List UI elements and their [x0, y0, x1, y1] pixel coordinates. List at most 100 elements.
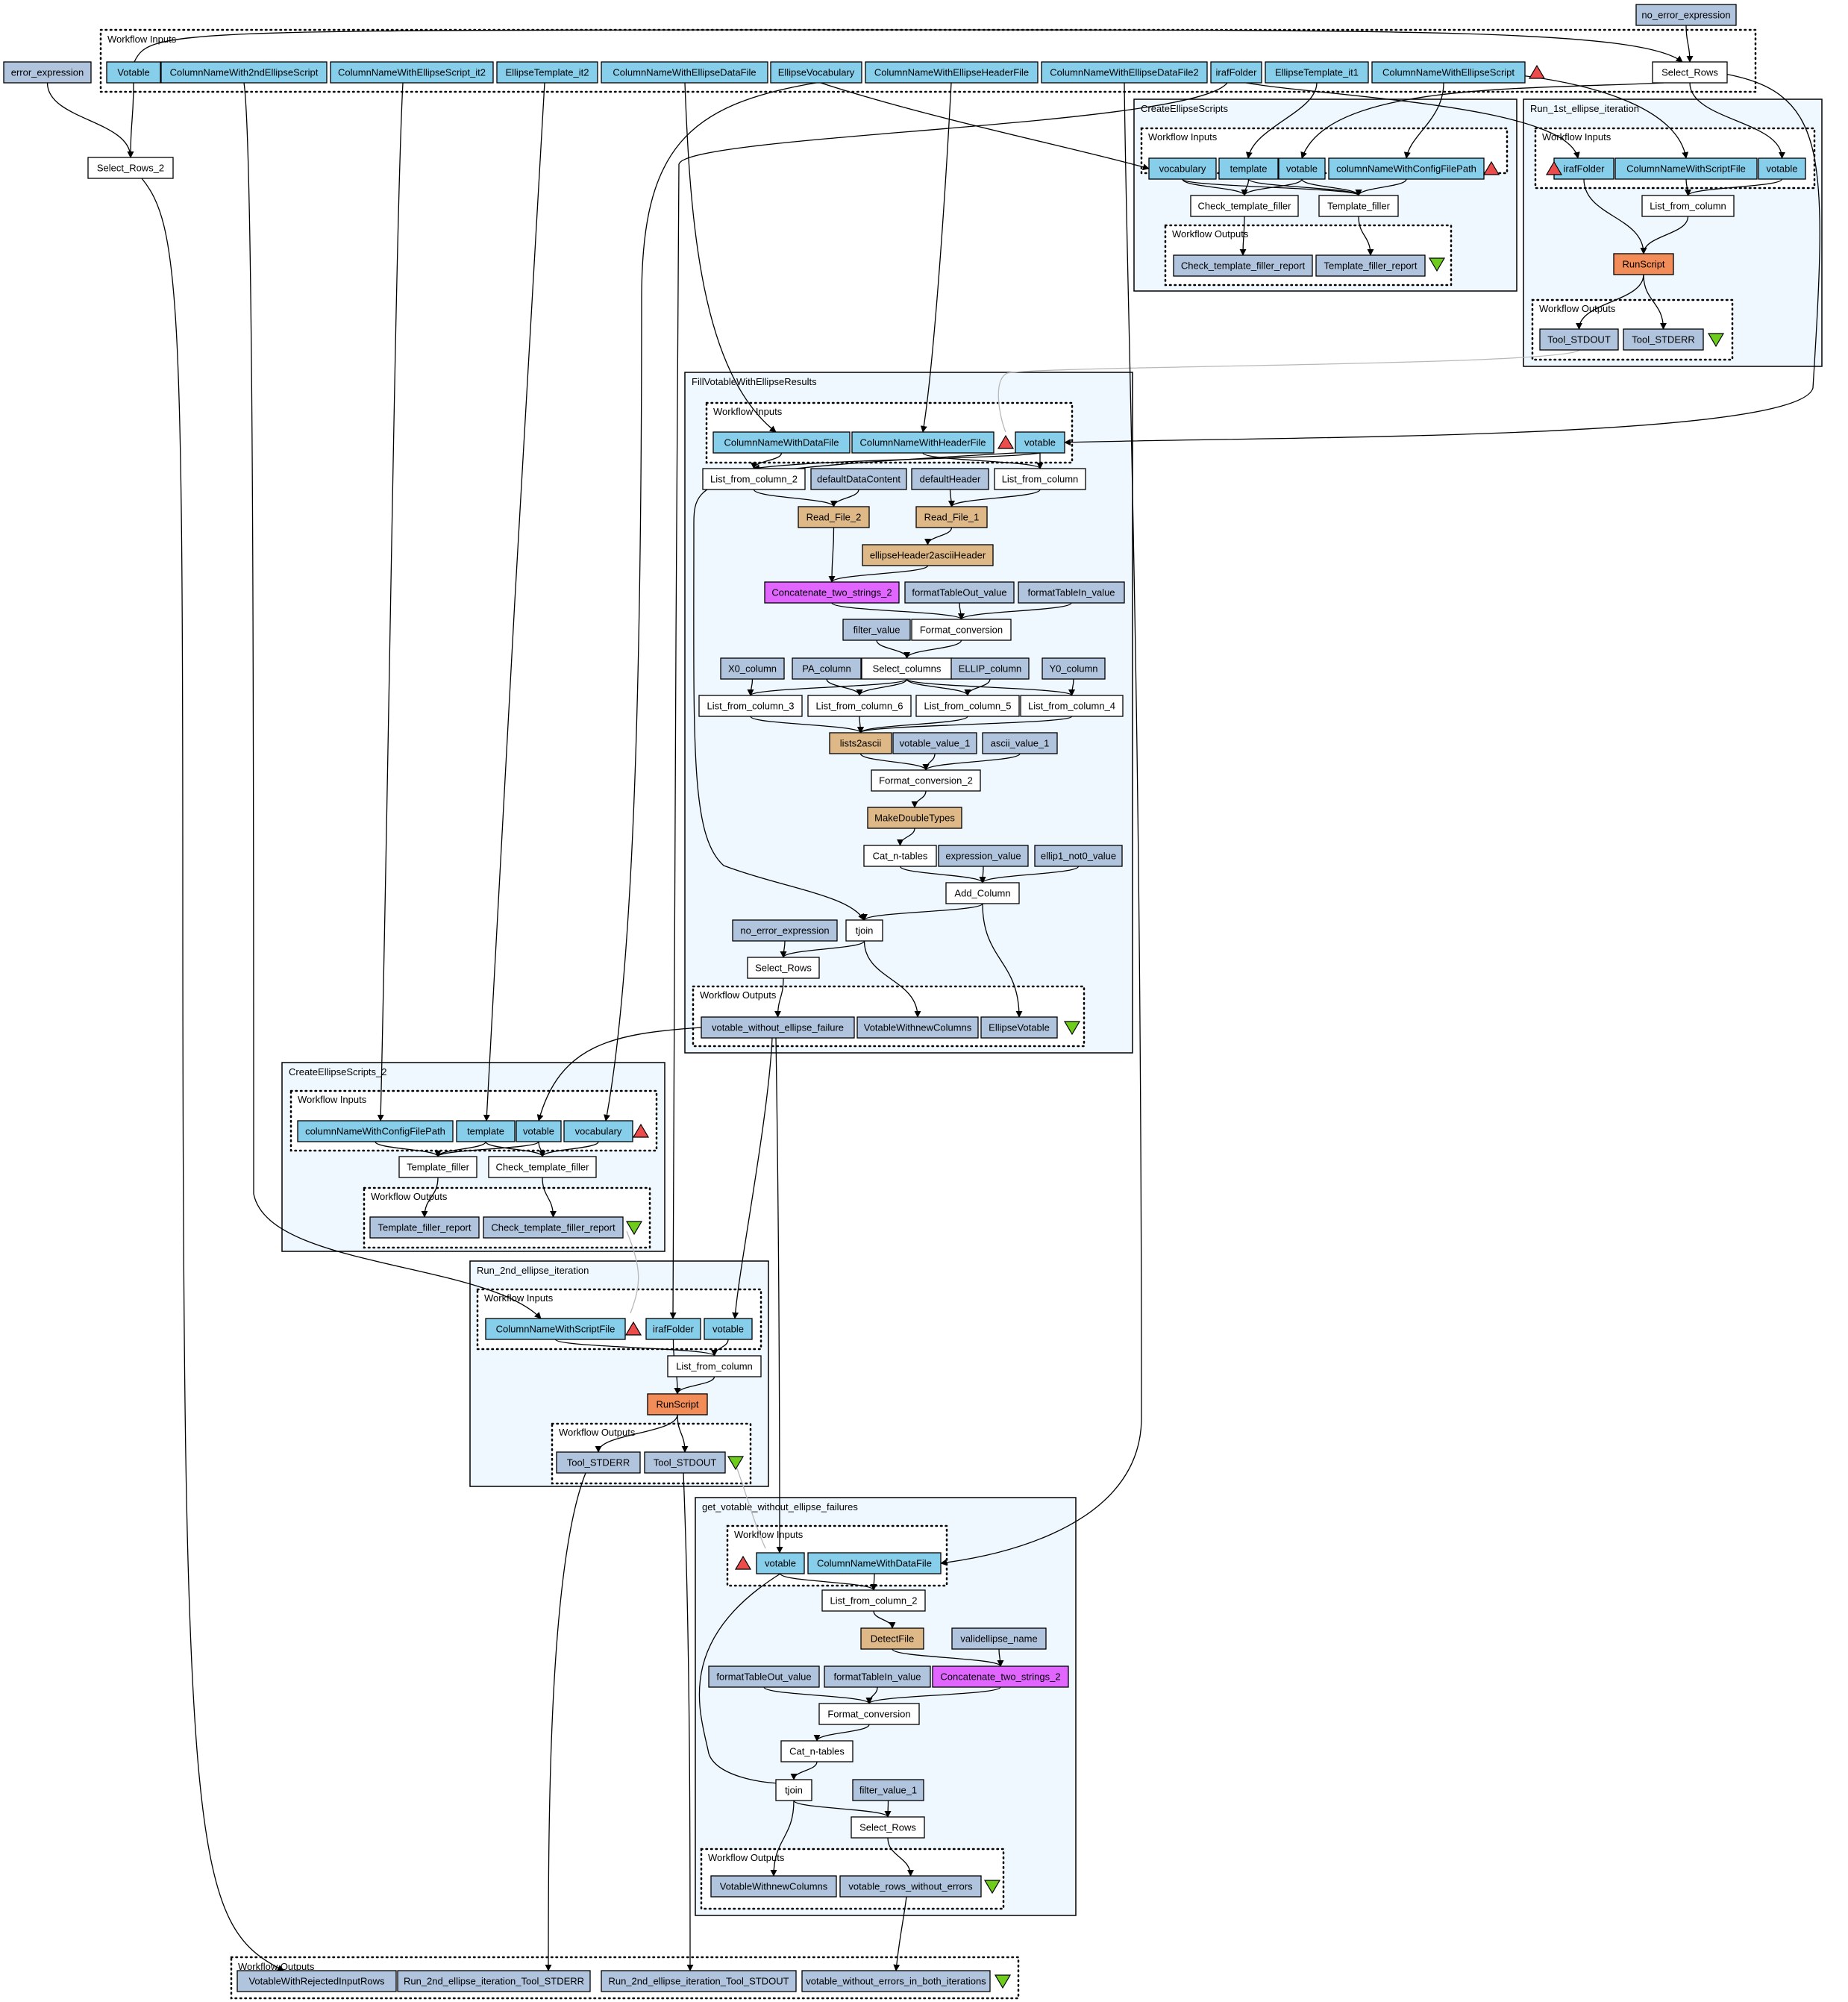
node-f-av1-box[interactable] — [982, 732, 1058, 754]
node-c2-vocab[interactable]: vocabulary — [563, 1120, 633, 1142]
node-f-defdata[interactable]: defaultDataContent — [810, 468, 907, 490]
node-f-cat-box[interactable] — [863, 845, 937, 867]
node-f-tjoin[interactable]: tjoin — [845, 919, 883, 942]
node-f-read2-box[interactable] — [798, 506, 870, 528]
node-in-votable-box[interactable] — [106, 61, 161, 84]
node-c1-out-tf[interactable]: Template_filler_report — [1315, 254, 1426, 277]
node-f-lfc3-box[interactable] — [698, 695, 803, 717]
node-g-concat[interactable]: Concatenate_two_strings_2 — [932, 1665, 1069, 1688]
node-g-detect[interactable]: DetectFile — [860, 1627, 924, 1650]
node-g-fti[interactable]: formatTableIn_value — [824, 1665, 931, 1688]
node-f-selcol-box[interactable] — [861, 657, 953, 680]
node-c2-template-box[interactable] — [456, 1120, 516, 1142]
node-f-colheader[interactable]: ColumnNameWithHeaderFile — [851, 431, 995, 454]
node-f-l2a-box[interactable] — [829, 732, 892, 754]
node-in-coldata-box[interactable] — [601, 61, 768, 84]
node-f-fto-box[interactable] — [904, 581, 1015, 604]
node-in-iraf-box[interactable] — [1210, 61, 1262, 84]
node-f-lfc6-box[interactable] — [807, 695, 912, 717]
node-r1-colscript-box[interactable] — [1614, 157, 1758, 180]
node-f-out-vwef[interactable]: votable_without_ellipse_failure — [701, 1016, 855, 1039]
node-c2-vocab-box[interactable] — [563, 1120, 633, 1142]
node-r2-colscript-box[interactable] — [485, 1318, 626, 1340]
node-r1-stdout-box[interactable] — [1539, 328, 1619, 351]
node-out-rejected[interactable]: VotableWithRejectedInputRows — [237, 1970, 397, 1992]
node-f-lfc5[interactable]: List_from_column_5 — [915, 695, 1020, 717]
node-c2-votable[interactable]: votable — [516, 1120, 562, 1142]
node-f-concat-box[interactable] — [764, 581, 900, 604]
node-r2-run-box[interactable] — [647, 1393, 708, 1416]
node-c2-template[interactable]: template — [456, 1120, 516, 1142]
node-f-fto[interactable]: formatTableOut_value — [904, 581, 1015, 604]
node-f-y0[interactable]: Y0_column — [1042, 657, 1106, 680]
node-c1-votable-box[interactable] — [1278, 157, 1326, 180]
node-c2-out-tf[interactable]: Template_filler_report — [369, 1216, 480, 1239]
node-in-tmpl-it2[interactable]: EllipseTemplate_it2 — [496, 61, 598, 84]
node-in-colheader-box[interactable] — [865, 61, 1039, 84]
node-g-cat[interactable]: Cat_n-tables — [780, 1740, 853, 1762]
node-in-tmpl-it1[interactable]: EllipseTemplate_it1 — [1265, 61, 1369, 84]
node-g-votable-box[interactable] — [756, 1552, 805, 1574]
node-c2-colcfg-box[interactable] — [297, 1120, 454, 1142]
node-c1-out-check-box[interactable] — [1173, 254, 1313, 277]
node-f-selrows[interactable]: Select_Rows — [747, 957, 820, 979]
node-r1-lfc-box[interactable] — [1641, 195, 1735, 217]
node-f-filter[interactable]: filter_value — [842, 619, 911, 641]
node-r1-run-box[interactable] — [1613, 253, 1674, 275]
node-c1-vocab-box[interactable] — [1148, 157, 1217, 180]
node-f-lfc4[interactable]: List_from_column_4 — [1020, 695, 1124, 717]
node-f-colheader-box[interactable] — [851, 431, 995, 454]
node-f-out-vwef-box[interactable] — [701, 1016, 855, 1039]
node-c1-out-tf-box[interactable] — [1315, 254, 1426, 277]
node-c1-template-box[interactable] — [1218, 157, 1279, 180]
node-f-votable-box[interactable] — [1015, 431, 1065, 454]
node-g-filter-box[interactable] — [852, 1779, 924, 1801]
node-in-colscript-it2[interactable]: ColumnNameWithEllipseScript_it2 — [330, 61, 494, 84]
node-f-noerr-box[interactable] — [732, 919, 838, 942]
node-f-fti[interactable]: formatTableIn_value — [1018, 581, 1125, 604]
node-r2-stdout[interactable]: Tool_STDOUT — [644, 1451, 726, 1474]
node-in-tmpl-it1-box[interactable] — [1265, 61, 1369, 84]
node-f-e2a-box[interactable] — [862, 544, 994, 566]
node-f-lfc5-box[interactable] — [915, 695, 1020, 717]
node-f-fc2[interactable]: Format_conversion_2 — [871, 769, 981, 792]
node-in-coldata[interactable]: ColumnNameWithEllipseDataFile — [601, 61, 768, 84]
node-f-lfc-box[interactable] — [994, 468, 1086, 490]
node-f-mdt-box[interactable] — [867, 807, 962, 829]
node-f-x0[interactable]: X0_column — [720, 657, 785, 680]
node-select-rows-2-box[interactable] — [87, 157, 174, 179]
node-f-cat[interactable]: Cat_n-tables — [863, 845, 937, 867]
node-f-defheader[interactable]: defaultHeader — [911, 468, 989, 490]
node-c1-votable[interactable]: votable — [1278, 157, 1326, 180]
node-c1-check-box[interactable] — [1190, 195, 1299, 217]
node-c2-out-check-box[interactable] — [483, 1216, 624, 1239]
node-r2-stdout-box[interactable] — [644, 1451, 726, 1474]
node-c1-check[interactable]: Check_template_filler — [1190, 195, 1299, 217]
node-no-error-expression-top-box[interactable] — [1635, 4, 1737, 26]
node-g-out-vwnc-box[interactable] — [710, 1875, 837, 1898]
node-f-fc2-box[interactable] — [871, 769, 981, 792]
node-in-colscript[interactable]: ColumnNameWithEllipseScript — [1371, 61, 1526, 84]
node-g-fti-box[interactable] — [824, 1665, 931, 1688]
node-g-selrows[interactable]: Select_Rows — [851, 1816, 925, 1839]
node-in-colscript-it2-box[interactable] — [330, 61, 494, 84]
node-f-read1-box[interactable] — [915, 506, 988, 528]
node-r2-colscript[interactable]: ColumnNameWithScriptFile — [485, 1318, 626, 1340]
node-f-fc[interactable]: Format_conversion — [911, 619, 1012, 641]
node-f-pa[interactable]: PA_column — [792, 657, 862, 680]
node-f-votable[interactable]: votable — [1015, 431, 1065, 454]
node-in-votable[interactable]: Votable — [106, 61, 161, 84]
node-c1-colcfg[interactable]: columnNameWithConfigFilePath — [1328, 157, 1485, 180]
node-g-cat-box[interactable] — [780, 1740, 853, 1762]
node-f-ellip[interactable]: ELLIP_column — [950, 657, 1030, 680]
node-f-lfc2-box[interactable] — [702, 468, 806, 490]
node-r1-stderr[interactable]: Tool_STDERR — [1623, 328, 1704, 351]
node-r2-iraf[interactable]: irafFolder — [645, 1318, 701, 1340]
node-f-fti-box[interactable] — [1018, 581, 1125, 604]
node-select-rows-top[interactable]: Select_Rows — [1652, 61, 1728, 84]
node-r2-stderr[interactable]: Tool_STDERR — [556, 1451, 641, 1474]
node-out-vwe-box[interactable] — [801, 1970, 991, 1992]
node-in-colscript-box[interactable] — [1371, 61, 1526, 84]
node-f-out-ev-box[interactable] — [980, 1016, 1058, 1039]
node-f-vv1[interactable]: votable_value_1 — [892, 732, 977, 754]
